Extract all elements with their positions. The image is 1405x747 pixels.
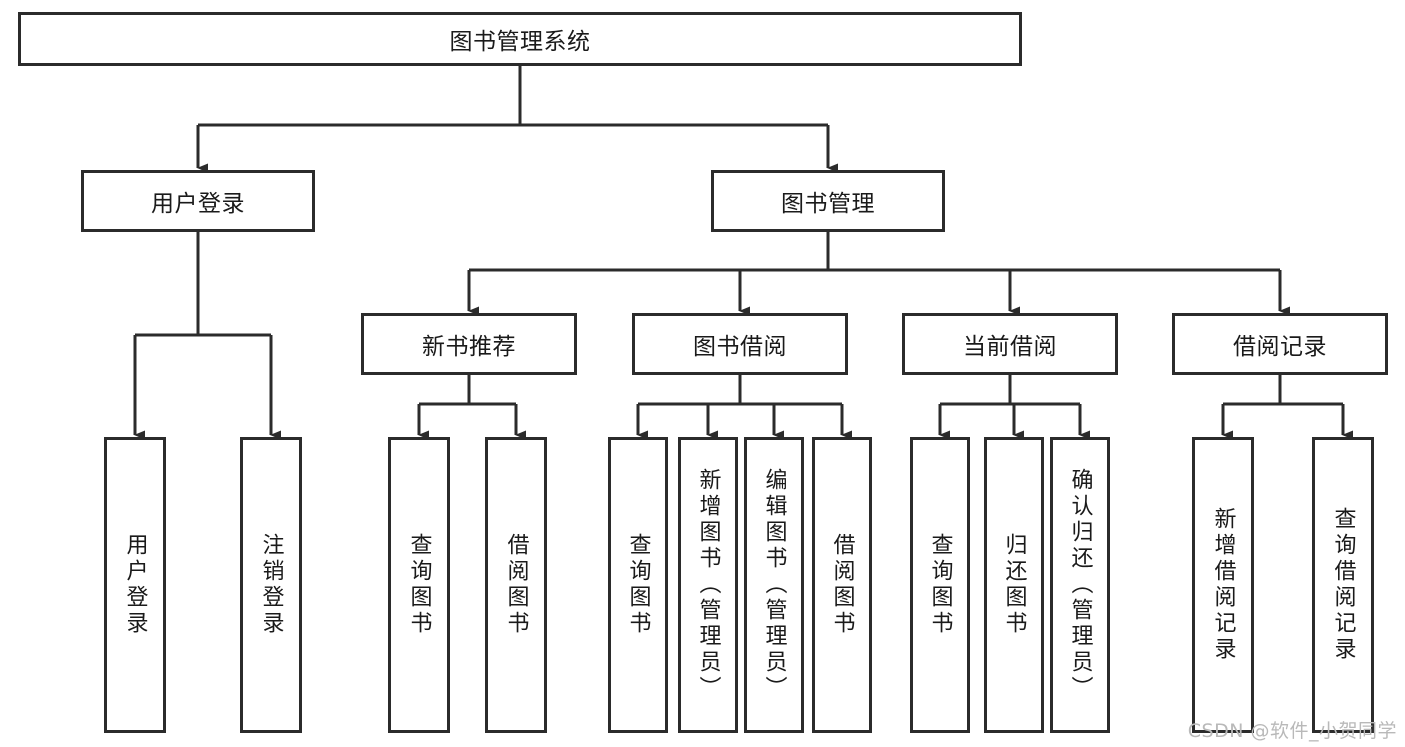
node-leaf-return-book[interactable]: 归还图书 [984, 437, 1044, 733]
node-new-book-recommend-label: 新书推荐 [422, 334, 516, 360]
node-leaf-query-borrow-record[interactable]: 查询借阅记录 [1312, 437, 1374, 733]
node-leaf-borrow-book-1[interactable]: 借阅图书 [485, 437, 547, 733]
node-leaf-add-book-label: 新增图书（管理员） [695, 468, 721, 702]
node-borrow-record-label: 借阅记录 [1233, 334, 1327, 360]
node-leaf-query-book-2-label: 查询图书 [625, 533, 651, 637]
node-root[interactable]: 图书管理系统 [18, 12, 1022, 66]
node-leaf-query-book-3-label: 查询图书 [927, 533, 953, 637]
node-leaf-add-borrow-record[interactable]: 新增借阅记录 [1192, 437, 1254, 733]
node-leaf-borrow-book-1-label: 借阅图书 [503, 533, 529, 637]
node-book-manage-label: 图书管理 [781, 191, 875, 217]
node-leaf-borrow-book-2[interactable]: 借阅图书 [812, 437, 872, 733]
node-leaf-logout-login[interactable]: 注销登录 [240, 437, 302, 733]
node-book-manage[interactable]: 图书管理 [711, 170, 945, 232]
node-book-borrow-label: 图书借阅 [693, 334, 787, 360]
node-leaf-borrow-book-2-label: 借阅图书 [829, 533, 855, 637]
node-root-label: 图书管理系统 [449, 29, 591, 55]
node-leaf-edit-book-label: 编辑图书（管理员） [761, 468, 787, 702]
node-leaf-user-login[interactable]: 用户登录 [104, 437, 166, 733]
node-leaf-confirm-return-label: 确认归还（管理员） [1067, 468, 1093, 702]
node-leaf-confirm-return[interactable]: 确认归还（管理员） [1050, 437, 1110, 733]
node-leaf-query-book-2[interactable]: 查询图书 [608, 437, 668, 733]
node-leaf-return-book-label: 归还图书 [1001, 533, 1027, 637]
node-borrow-record[interactable]: 借阅记录 [1172, 313, 1388, 375]
node-leaf-add-book[interactable]: 新增图书（管理员） [678, 437, 738, 733]
node-leaf-edit-book[interactable]: 编辑图书（管理员） [744, 437, 804, 733]
node-leaf-logout-login-label: 注销登录 [258, 533, 284, 637]
node-book-borrow[interactable]: 图书借阅 [632, 313, 848, 375]
node-leaf-query-book-1[interactable]: 查询图书 [388, 437, 450, 733]
node-leaf-query-book-3[interactable]: 查询图书 [910, 437, 970, 733]
node-leaf-user-login-label: 用户登录 [122, 533, 148, 637]
csdn-watermark: CSDN @软件_小贺同学 [1187, 720, 1397, 742]
node-user-login[interactable]: 用户登录 [81, 170, 315, 232]
node-current-borrow-label: 当前借阅 [963, 334, 1057, 360]
node-leaf-query-book-1-label: 查询图书 [406, 533, 432, 637]
node-leaf-query-borrow-record-label: 查询借阅记录 [1330, 507, 1356, 663]
node-user-login-label: 用户登录 [151, 191, 245, 217]
node-leaf-add-borrow-record-label: 新增借阅记录 [1210, 507, 1236, 663]
node-new-book-recommend[interactable]: 新书推荐 [361, 313, 577, 375]
node-current-borrow[interactable]: 当前借阅 [902, 313, 1118, 375]
